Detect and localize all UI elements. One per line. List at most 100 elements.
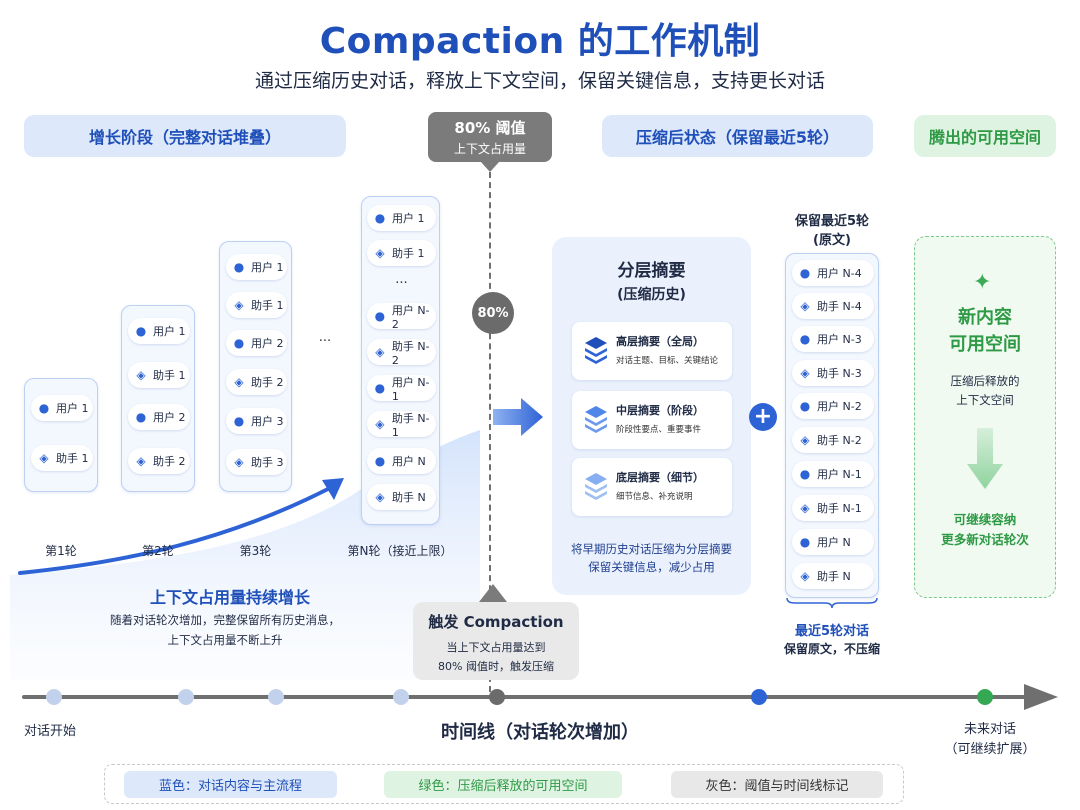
threshold-label-box: 80% 阈值 上下文占用量 xyxy=(428,112,552,162)
item-label: 用户 N xyxy=(817,536,851,549)
assistant-layers-icon: ◈ xyxy=(375,345,385,359)
section-freed-header: 腾出的可用空间 xyxy=(914,115,1056,157)
list-item: ◈ 助手 1 xyxy=(367,240,436,266)
page-title: Compaction 的工作机制 xyxy=(319,21,761,62)
item-label: 用户 N-2 xyxy=(391,303,430,331)
threshold-percent-marker: 80% xyxy=(472,292,514,334)
layers-icon xyxy=(585,337,607,364)
item-label: 助手 2 xyxy=(153,455,186,468)
trigger-box: 触发 Compaction 当上下文占用量达到 80% 阈值时，触发压缩 xyxy=(413,602,579,680)
list-item: ◈助手 N-4 xyxy=(792,293,874,319)
user-icon: ● xyxy=(374,454,386,468)
timeline-future-label: 未来对话 （可继续扩展） xyxy=(940,720,1040,760)
list-item: ◈助手 N-2 xyxy=(367,339,436,367)
user-icon: ● xyxy=(799,332,811,346)
compress-arrow-icon xyxy=(493,398,543,436)
list-item: ●用户 3 xyxy=(226,408,287,434)
timeline-dot-future xyxy=(977,689,993,705)
assistant-layers-icon: ◈ xyxy=(234,455,244,469)
assistant-layers-icon: ◈ xyxy=(375,490,385,504)
timeline-future-line2: （可继续扩展） xyxy=(944,742,1036,757)
item-label: 助手 1 xyxy=(251,299,284,312)
list-item: ●用户 N xyxy=(792,529,874,555)
recent-header-line1: 保留最近5轮 xyxy=(794,214,870,229)
assistant-layers-icon: ◈ xyxy=(800,569,810,583)
freed-title: 新内容 可用空间 xyxy=(914,304,1056,358)
item-label: 助手 N-4 xyxy=(817,300,862,313)
threshold-sublabel: 上下文占用量 xyxy=(453,142,526,156)
list-item: ●用户 1 xyxy=(226,254,287,280)
summary-layer-high: 高层摘要（全局） 对话主题、目标、关键结论 xyxy=(572,322,732,380)
round-n-column: ●用户 1 ◈助手 1 ··· ●用户 N-2 ◈助手 N-2 ●用户 N-1 … xyxy=(361,196,440,525)
item-label: 用户 N xyxy=(392,455,426,468)
threshold-dashed-line xyxy=(489,172,491,692)
user-icon: ● xyxy=(374,211,386,225)
item-label: 助手 N-3 xyxy=(817,367,862,380)
recent-rounds-column: ●用户 N-4 ◈助手 N-4 ●用户 N-3 ◈助手 N-3 ●用户 N-2 … xyxy=(785,253,879,598)
threshold-pointer xyxy=(481,162,499,172)
item-label: 助手 2 xyxy=(251,376,284,389)
item-label: 用户 1 xyxy=(56,402,89,415)
layer-title: 中层摘要（阶段） xyxy=(616,404,704,417)
round-2-label: 第2轮 xyxy=(142,544,174,558)
layers-icon xyxy=(585,406,607,433)
round-2-column: ●用户 1 ◈助手 1 ●用户 2 ◈助手 2 xyxy=(121,305,195,492)
trigger-desc: 当上下文占用量达到 80% 阈值时，触发压缩 xyxy=(413,638,579,676)
growth-desc-line1: 随着对话轮次增加，完整保留所有历史消息， xyxy=(110,613,340,627)
assistant-layers-icon: ◈ xyxy=(375,246,385,260)
summary-note-line2: 保留关键信息，减少占用 xyxy=(588,560,715,574)
section-growth-header: 增长阶段（完整对话堆叠） xyxy=(24,115,346,157)
assistant-layers-icon: ◈ xyxy=(800,433,810,447)
list-item: ◈助手 N-1 xyxy=(792,495,874,521)
round-1-label: 第1轮 xyxy=(45,544,77,558)
list-item: ● 用户 2 xyxy=(128,404,190,430)
legend-gray: 灰色：阈值与时间线标记 xyxy=(671,771,883,798)
layer-desc: 细节信息、补充说明 xyxy=(616,492,693,502)
item-label: 助手 1 xyxy=(392,247,425,260)
list-item: ◈助手 N xyxy=(792,563,874,589)
trigger-desc-line2: 80% 阈值时，触发压缩 xyxy=(438,660,554,673)
trigger-title: 触发 Compaction xyxy=(428,613,564,631)
timeline-future-line1: 未来对话 xyxy=(963,722,1016,737)
round-3-column: ●用户 1 ◈助手 1 ●用户 2 ◈助手 2 ●用户 3 ◈助手 3 xyxy=(219,241,292,492)
summary-subtitle: (压缩历史) xyxy=(617,287,686,303)
item-label: 用户 1 xyxy=(251,261,284,274)
layer-title: 底层摘要（细节） xyxy=(616,471,704,484)
layer-title: 高层摘要（全局） xyxy=(616,335,704,348)
list-item: ●用户 N-2 xyxy=(792,393,874,419)
section-compressed-header: 压缩后状态（保留最近5轮） xyxy=(602,115,873,157)
list-item: ◈ 助手 1 xyxy=(226,292,287,318)
recent-footer-title: 最近5轮对话 xyxy=(794,624,870,639)
layer-desc: 对话主题、目标、关键结论 xyxy=(616,356,719,366)
freed-title-line1: 新内容 xyxy=(958,307,1012,328)
assistant-layers-icon: ◈ xyxy=(375,417,385,431)
list-item: ●用户 N-4 xyxy=(792,260,874,286)
assistant-layers-icon: ◈ xyxy=(234,298,244,312)
list-item: ●用户 1 xyxy=(128,318,190,344)
layer-desc: 阶段性要点、重要事件 xyxy=(616,425,702,435)
user-icon: ● xyxy=(135,410,147,424)
item-label: 助手 N xyxy=(392,491,426,504)
summary-layer-mid: 中层摘要（阶段） 阶段性要点、重要事件 xyxy=(572,391,732,449)
list-item: ● 用户 N xyxy=(367,448,436,474)
legend-blue: 蓝色：对话内容与主流程 xyxy=(124,771,337,798)
assistant-layers-icon: ◈ xyxy=(800,366,810,380)
user-icon: ● xyxy=(799,467,811,481)
legend-green: 绿色：压缩后释放的可用空间 xyxy=(384,771,622,798)
recent-header-line2: (原文) xyxy=(813,233,851,248)
growth-curve-arrow xyxy=(18,478,344,575)
freed-desc-line1: 压缩后释放的 xyxy=(950,374,1020,388)
trigger-desc-line1: 当上下文占用量达到 xyxy=(446,641,546,654)
user-icon: ● xyxy=(135,324,147,338)
item-label: 用户 N-2 xyxy=(817,400,862,413)
freed-space-panel xyxy=(914,236,1056,598)
freed-desc: 压缩后释放的 上下文空间 xyxy=(914,372,1056,410)
freed-desc-line2: 上下文空间 xyxy=(956,393,1014,407)
list-item: ◈助手 1 xyxy=(128,362,190,388)
summary-note-line1: 将早期历史对话压缩为分层摘要 xyxy=(571,542,732,556)
item-label: 用户 2 xyxy=(153,411,186,424)
arrow-down-icon xyxy=(967,428,1003,489)
threshold-label: 80% 阈值 xyxy=(454,119,526,137)
list-item: ◈ 助手 N-3 xyxy=(792,360,874,386)
item-label: 用户 1 xyxy=(392,212,425,225)
